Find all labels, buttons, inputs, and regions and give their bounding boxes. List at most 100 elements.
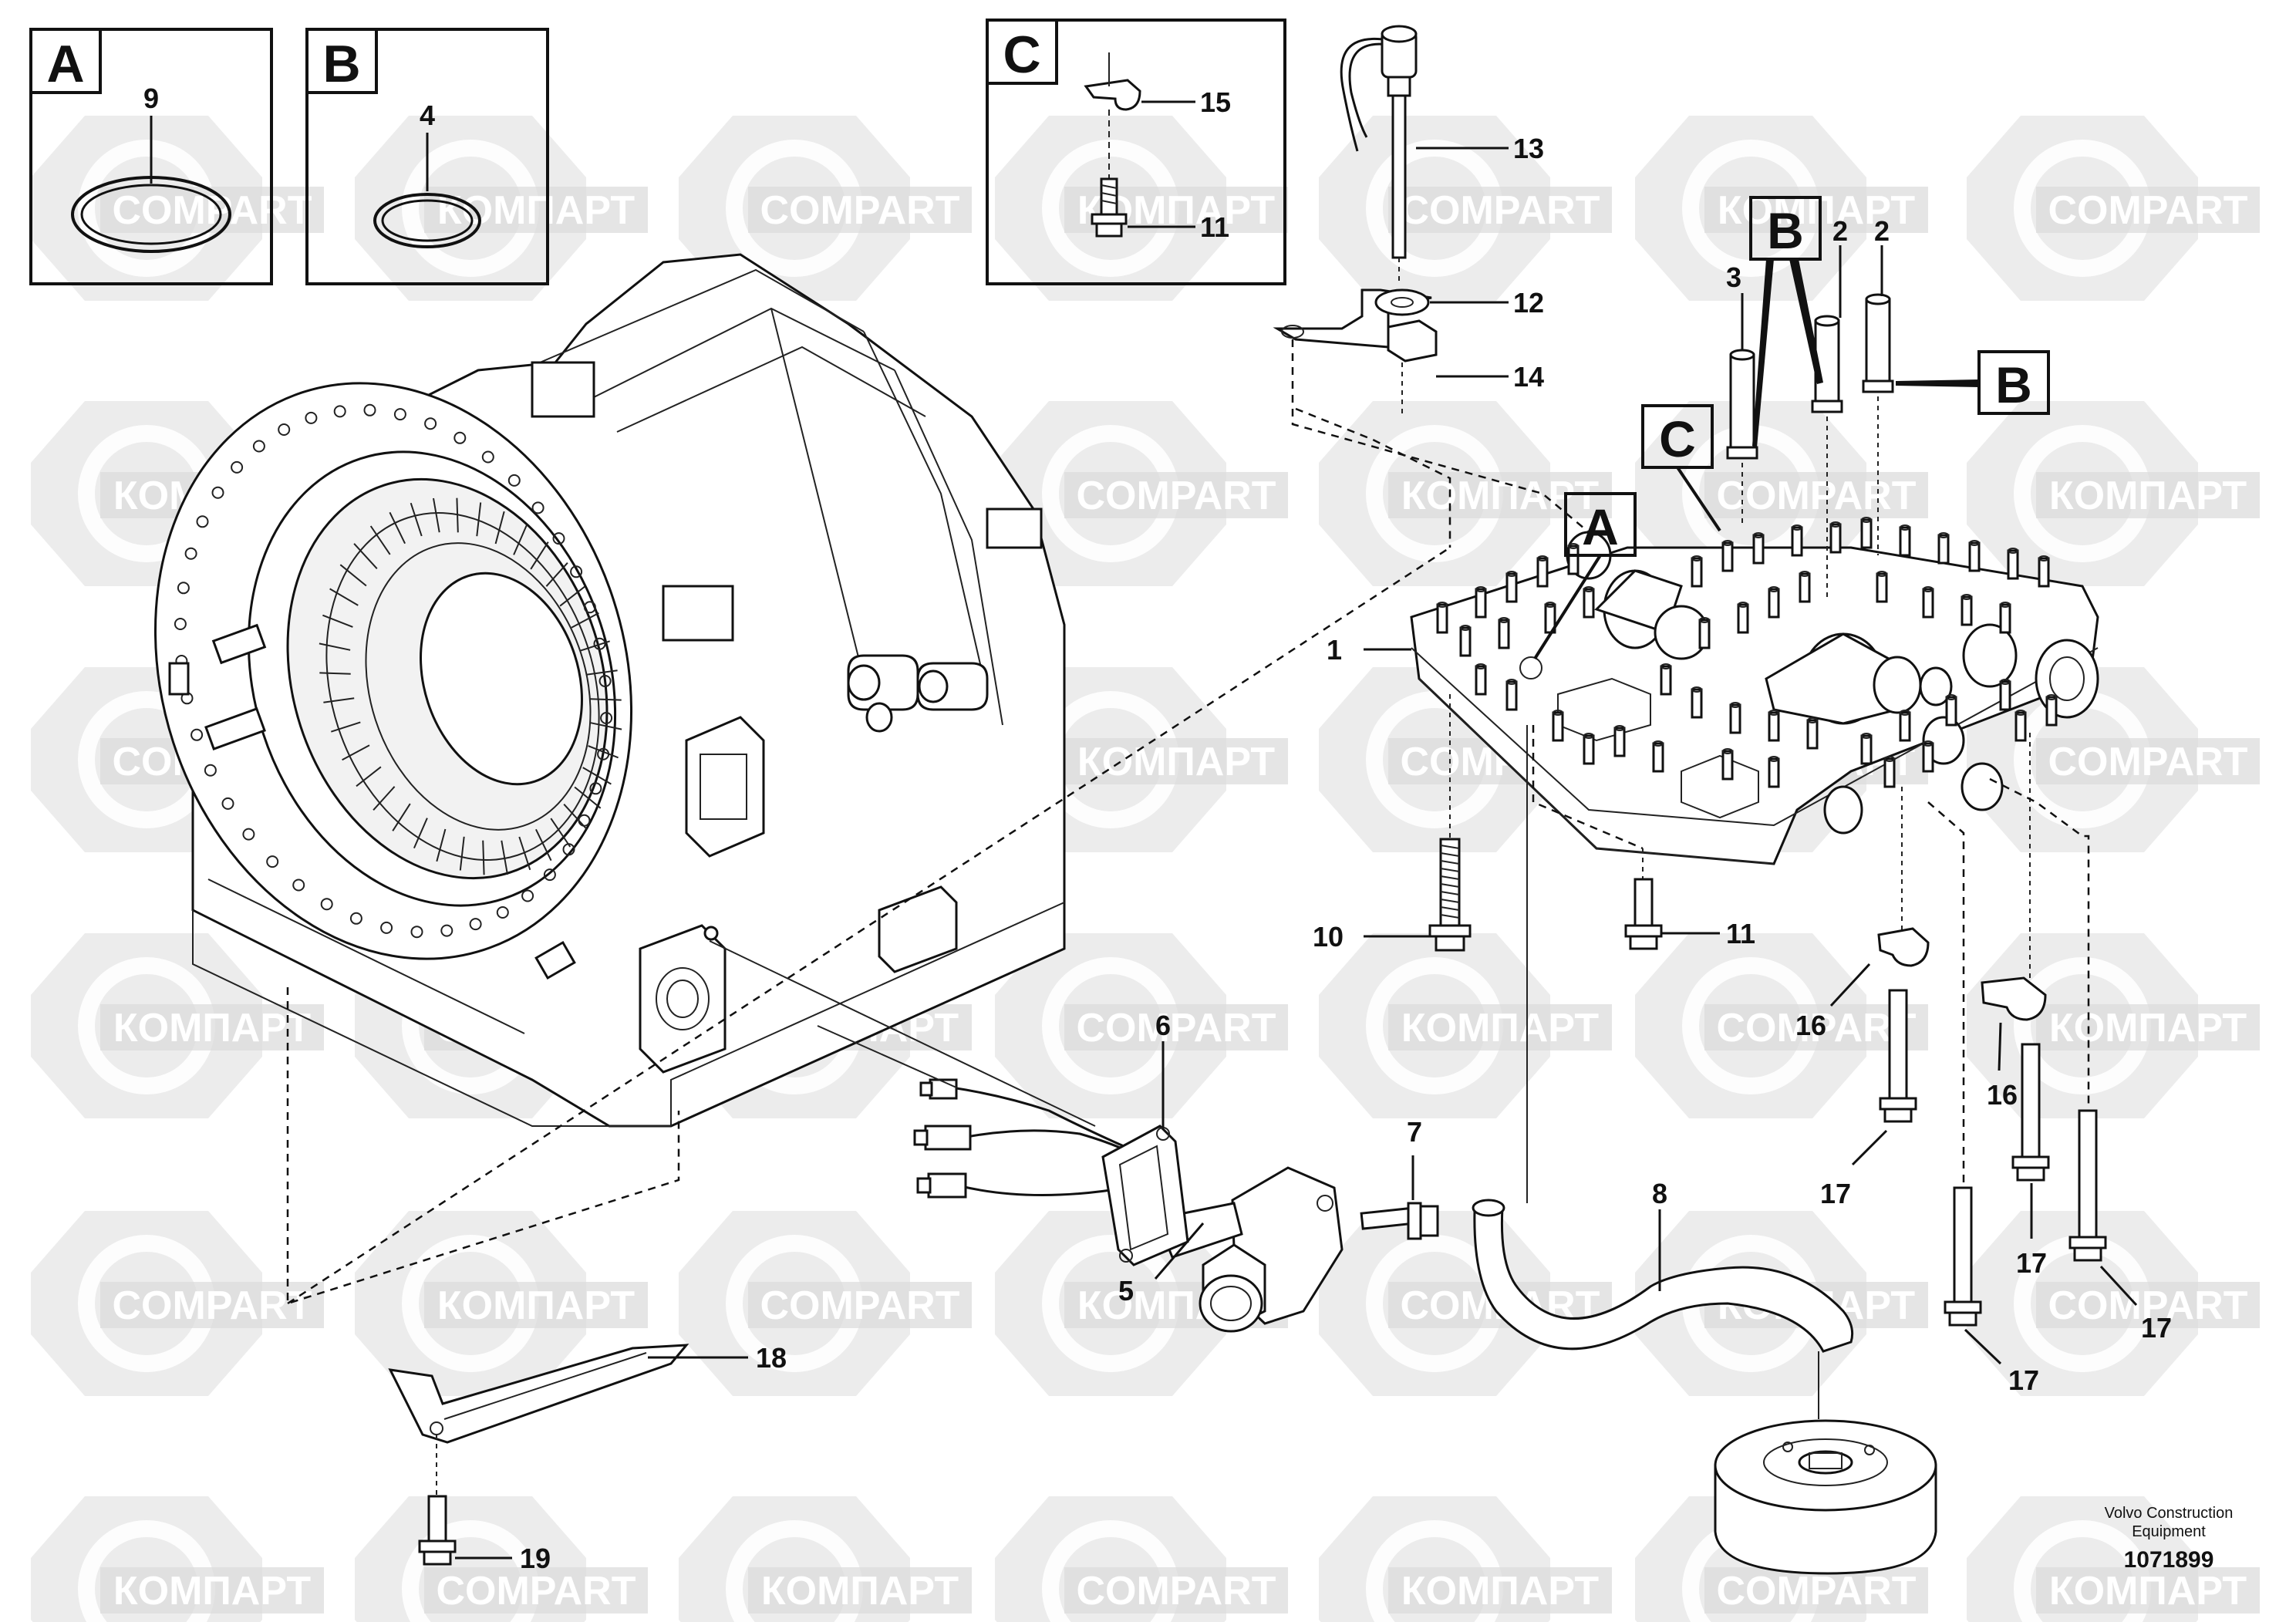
part-label-1: 1 [1327, 634, 1342, 666]
valve-stud [1691, 555, 1703, 588]
callout-b-right: B [1896, 350, 2050, 415]
part-label-3: 3 [1726, 261, 1741, 293]
flange-bolt-hole [570, 565, 583, 578]
watermark-text: COMPART [1076, 1569, 1276, 1614]
thread-line [1440, 891, 1460, 895]
thread-line [1440, 852, 1460, 857]
clutch-tooth [330, 721, 361, 733]
watermark-text: COMPART [1716, 1006, 1916, 1050]
thread-line [1440, 845, 1460, 849]
company-line1: Volvo Construction [2105, 1505, 2234, 1522]
watermark-text: COMPART [2048, 188, 2247, 233]
watermark-text: COMPART [1716, 474, 1916, 518]
valve-stud [1552, 710, 1564, 742]
bell-housing-flange [153, 382, 633, 980]
clutch-tooth [353, 543, 378, 569]
watermark-band [2036, 187, 2260, 233]
clutch-tooth [410, 502, 423, 537]
bolt-7: 7 [1360, 1116, 1439, 1240]
bolt-11-detail [1091, 177, 1128, 238]
watermark-band [1388, 1004, 1612, 1050]
detail-box-a: A 9 [29, 28, 273, 285]
clutch-tooth [459, 836, 465, 871]
flange-bolt-hole [583, 601, 596, 614]
part-label-6: 6 [1155, 1010, 1171, 1041]
valve-stud [1937, 532, 1950, 565]
watermark-text: COMPART [1716, 1569, 1916, 1614]
watermark-band [2036, 1567, 2260, 1614]
clip-16a: 16 [1795, 927, 1930, 1041]
valve-stud [1660, 663, 1672, 696]
flange-bolt-hole [521, 889, 534, 902]
flange-bolt-hole [211, 486, 224, 499]
flange-bolt-hole [507, 474, 521, 487]
valve-stud [1729, 702, 1741, 734]
thread-line [1440, 914, 1460, 919]
clip-16b: 16 [1981, 976, 2047, 1111]
valve-stud [1691, 686, 1703, 719]
part-label-11: 11 [1726, 918, 1755, 949]
flange-bolt-hole [424, 417, 437, 430]
bolt-17a: 17 [1820, 989, 1917, 1209]
valve-stud [1999, 602, 2011, 634]
o-ring-4 [373, 193, 481, 248]
clutch-tooth [559, 585, 585, 607]
bolt-17c: 17 [2011, 1043, 2050, 1279]
clutch-tooth [586, 669, 618, 676]
suction-pipe-8: 8 [1472, 1178, 1854, 1353]
watermark-text: COMPART [436, 1569, 636, 1614]
watermark-band [424, 187, 648, 233]
watermark-text: КОМПАРТ [2049, 1569, 2247, 1614]
watermark-text: КОМПАРТ [1401, 1006, 1599, 1050]
valve-stud [2007, 548, 2019, 580]
valve-stud [1768, 756, 1780, 788]
control-valve-block [1410, 517, 2099, 865]
watermark-text: COMPART [760, 188, 959, 233]
detail-box-c: C 15 11 [986, 19, 1286, 285]
part-label-5: 5 [1118, 1275, 1134, 1307]
clutch-tooth [476, 502, 482, 537]
flange-bolt-hole [184, 547, 197, 560]
flange-bolt-hole [177, 582, 190, 595]
watermark-band [2036, 472, 2260, 518]
valve-stud [1961, 594, 1973, 626]
thread-line [1440, 883, 1460, 888]
watermark-text: КОМПАРТ [2049, 474, 2247, 518]
flange-bolt-hole [598, 675, 612, 687]
part-label-11-detail: 11 [1200, 211, 1229, 243]
svg-text:C: C [1659, 410, 1696, 467]
valve-stud [1968, 540, 1981, 572]
thread-line [1440, 860, 1460, 865]
part-label-17a: 17 [1820, 1178, 1851, 1209]
valve-stud [1475, 586, 1487, 619]
nut-14: 14 [1387, 319, 1544, 416]
flange-bolt-hole [562, 843, 575, 856]
valve-stud [1945, 694, 1957, 727]
valve-stud [1806, 717, 1819, 750]
clutch-tooth [501, 840, 508, 875]
valve-stud [1860, 733, 1873, 765]
clutch-tooth [494, 511, 505, 545]
flange-bolt-hole [363, 403, 376, 416]
clutch-tooth [545, 562, 568, 587]
valve-stud [1899, 710, 1911, 742]
clutch-tooth [389, 511, 406, 545]
valve-stud [2045, 694, 2058, 727]
watermark-text: COMPART [1076, 474, 1276, 518]
watermark-band [748, 187, 972, 233]
part-label-12: 12 [1513, 287, 1544, 319]
clutch-tooth [392, 803, 411, 831]
callout-c: C [1641, 404, 1721, 532]
watermark-band [1064, 1567, 1288, 1614]
bolt-11: 11 [1624, 878, 1755, 950]
part-label-15: 15 [1200, 86, 1231, 118]
svg-text:B: B [1767, 202, 1804, 259]
watermark-band [100, 1282, 324, 1328]
valve-stud [1737, 602, 1749, 634]
watermark-band [100, 187, 324, 233]
flange-bolt-hole [305, 411, 318, 424]
watermark-text: COMPART [2048, 1283, 2247, 1328]
clutch-tooth [590, 698, 622, 701]
temperature-sensor-13: 13 [1340, 25, 1544, 259]
valve-stud [1721, 540, 1734, 572]
